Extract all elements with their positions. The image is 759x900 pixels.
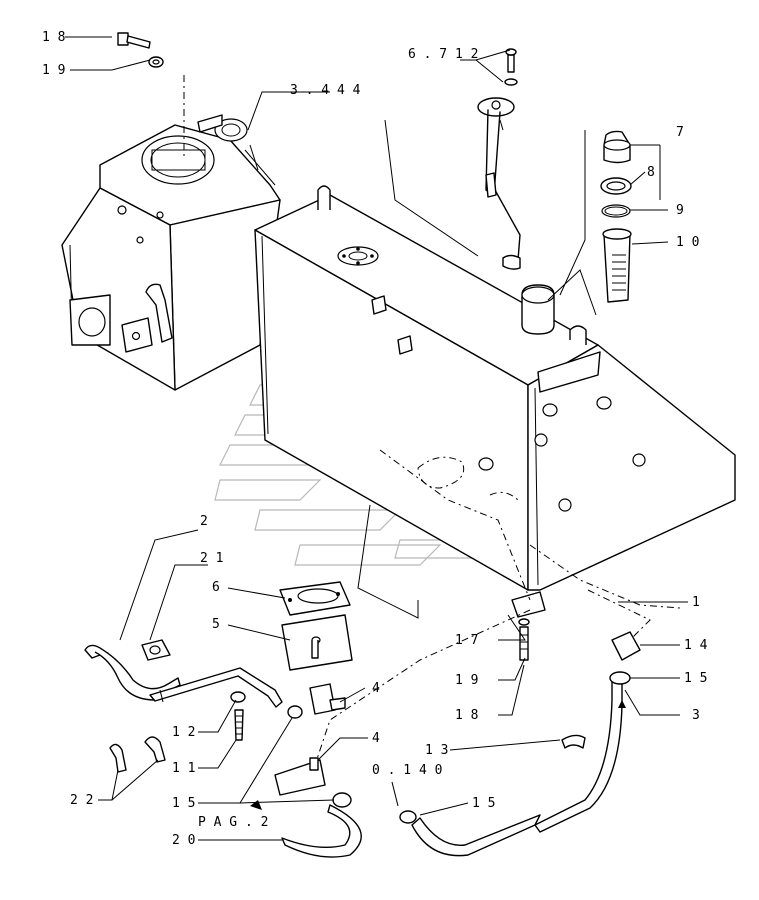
reservoir-housing — [61, 114, 281, 391]
callout-pag-2: P A G . 2 — [198, 815, 268, 830]
callout-19-top: 1 9 — [42, 63, 65, 78]
leader-lines — [65, 36, 688, 841]
callout-22: 2 2 — [70, 793, 93, 808]
callout-17: 1 7 — [455, 633, 478, 648]
callout-6: 6 — [212, 580, 220, 595]
callout-9: 9 — [676, 203, 684, 218]
callout-0-140: 0 . 1 4 0 — [372, 763, 442, 778]
hose-assembly — [84, 581, 641, 858]
callout-1: 1 — [692, 595, 700, 610]
callout-20: 2 0 — [172, 833, 195, 848]
bolt-and-washer-top — [117, 32, 164, 68]
callout-15-left: 1 5 — [172, 796, 195, 811]
callout-2: 2 — [200, 514, 208, 529]
callout-21: 2 1 — [200, 551, 223, 566]
callout-13: 1 3 — [425, 743, 448, 758]
callout-15-right: 1 5 — [684, 671, 707, 686]
callout-14: 1 4 — [684, 638, 708, 653]
callout-4-lower: 4 — [372, 731, 380, 746]
fuel-level-sender — [477, 48, 521, 270]
fuel-tank — [254, 185, 736, 618]
callout-7: 7 — [676, 125, 684, 140]
callout-6-712: 6 . 7 1 2 — [408, 47, 478, 62]
callout-10: 1 0 — [676, 235, 699, 250]
callout-8: 8 — [647, 165, 655, 180]
callout-3-444: 3 . 4 4 4 — [290, 83, 361, 98]
filler-cap-group — [600, 130, 632, 303]
callout-labels: 1 8 1 9 3 . 4 4 4 6 . 7 1 2 7 8 9 1 0 2 … — [42, 30, 708, 848]
callout-5: 5 — [212, 617, 220, 632]
callout-11: 1 1 — [172, 761, 195, 776]
callout-18-top: 1 8 — [42, 30, 65, 45]
callout-4-upper: 4 — [372, 681, 380, 696]
callout-19-lower: 1 9 — [455, 673, 478, 688]
callout-18-lower: 1 8 — [455, 708, 478, 723]
callout-3: 3 — [692, 708, 700, 723]
callout-12: 1 2 — [172, 725, 195, 740]
callout-15-bottom: 1 5 — [472, 796, 495, 811]
